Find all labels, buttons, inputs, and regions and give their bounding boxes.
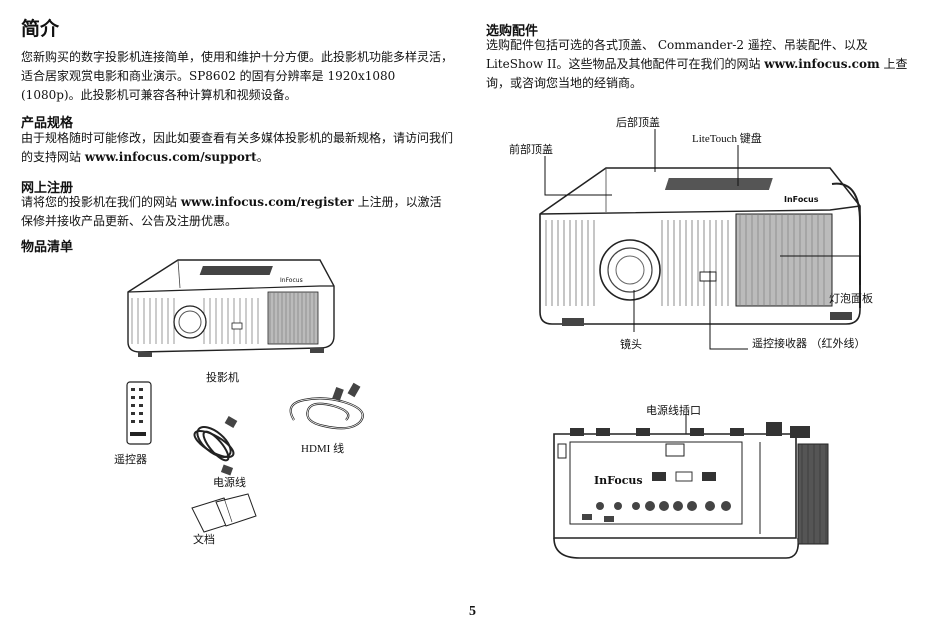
power-cord-illustration: [193, 416, 238, 476]
projector-label: 投影机: [206, 371, 239, 384]
hdmi-cable-illustration: [289, 382, 364, 430]
documents-illustration: [191, 493, 257, 533]
intro-paragraph: 您新购买的数字投影机连接简单，使用和维护十分方便。此投影机功能多样灵活，适合居家…: [21, 50, 454, 102]
power-cord-label: 电源线: [213, 476, 246, 489]
remote-label: 遥控器: [114, 453, 147, 466]
spec-heading: 产品规格: [21, 116, 74, 131]
spec-paragraph: 由于规格随时可能修改，因此如要查看有关多媒体投影机的最新规格，请访问我们的支持网…: [21, 131, 454, 164]
accessories-heading: 选购配件: [486, 24, 539, 39]
projector-rear-illustration: InFocus: [553, 422, 829, 559]
power-socket-label: 电源线插口: [646, 404, 701, 417]
lens-label: 镜头: [620, 338, 642, 351]
contents-heading: 物品清单: [21, 240, 74, 255]
page-title: 简介: [21, 18, 60, 40]
hdmi-label: HDMI 线: [301, 443, 345, 455]
register-paragraph: 请将您的投影机在我们的网站 www.infocus.com/register 上…: [21, 195, 442, 228]
accessories-paragraph: 选购配件包括可选的各式顶盖、 Commander-2 遥控、吊装配件、以及 Li…: [486, 38, 908, 90]
svg-text:InFocus: InFocus: [280, 277, 303, 284]
front-cover-label: 前部顶盖: [509, 143, 553, 156]
svg-text:InFocus: InFocus: [784, 195, 819, 204]
rear-cover-label: 后部顶盖: [616, 116, 660, 129]
projector-illustration: InFocus: [127, 259, 335, 357]
lamp-panel-label: 灯泡面板: [829, 292, 873, 305]
projector-front-illustration: InFocus: [539, 167, 861, 326]
litetouch-label: LiteTouch 键盘: [692, 133, 762, 145]
register-heading: 网上注册: [21, 181, 74, 196]
support-link[interactable]: www.infocus.com/support: [84, 150, 257, 164]
documents-label: 文档: [193, 533, 215, 546]
svg-text:InFocus: InFocus: [594, 474, 643, 487]
ir-receiver-label: 遥控接收器 （红外线）: [752, 337, 866, 350]
page-number: 5: [469, 604, 476, 619]
infocus-link[interactable]: www.infocus.com: [764, 57, 880, 71]
register-link[interactable]: www.infocus.com/register: [180, 195, 354, 209]
remote-illustration: [126, 381, 152, 445]
